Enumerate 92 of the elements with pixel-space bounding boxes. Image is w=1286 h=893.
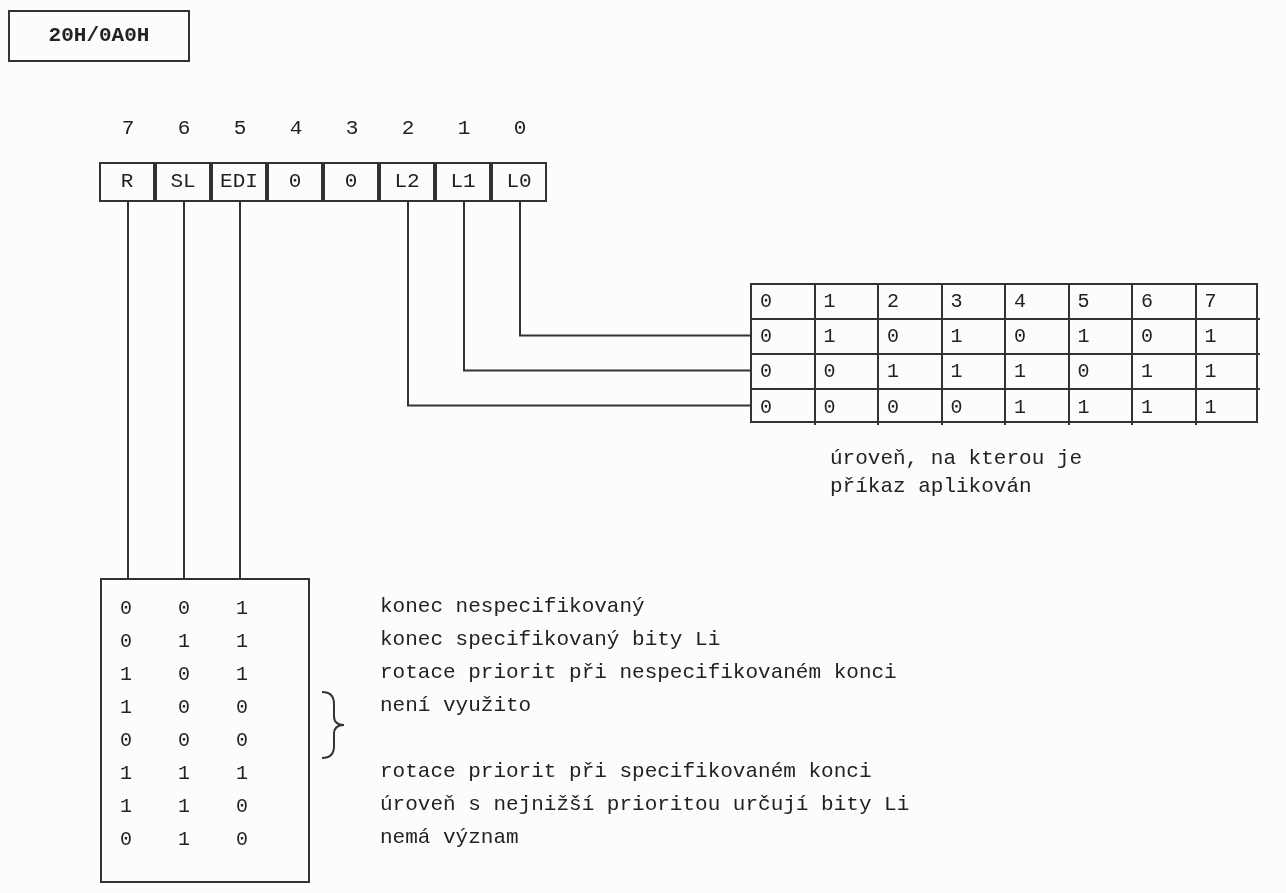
table-cell: 0 (879, 320, 943, 353)
connector-line (463, 201, 751, 372)
table-cell: 1 (942, 320, 1006, 353)
table-caption: úroveň, na kterou je příkaz aplikován (830, 446, 1084, 500)
description-text: rotace priorit při nespecifikovaném konci (380, 659, 898, 686)
register-bit-cell: 0 (323, 162, 379, 202)
table-row (752, 285, 1260, 320)
bit-number: 1 (456, 115, 472, 142)
bit-value: 1 (236, 595, 249, 622)
table-cell: 0 (1133, 320, 1197, 353)
table-cell: 2 (879, 285, 943, 318)
table-cell: 1 (879, 355, 943, 388)
register-bit-cell: L1 (435, 162, 491, 202)
bit-value: 0 (178, 694, 191, 721)
bit-value: 1 (178, 826, 191, 853)
table-cell: 1 (1069, 390, 1133, 425)
description-text: konec nespecifikovaný (380, 593, 646, 620)
bit-value: 1 (178, 628, 191, 655)
connector-line (519, 201, 751, 337)
table-cell: 6 (1133, 285, 1197, 318)
table-cell: 0 (879, 390, 943, 425)
table-cell: 0 (1069, 355, 1133, 388)
bit-value: 1 (236, 661, 249, 688)
table-cell: 0 (752, 355, 816, 388)
table-cell: 1 (1006, 355, 1070, 388)
table-cell: 0 (752, 320, 816, 353)
table-cell: 0 (1006, 320, 1070, 353)
register-bit-cell: L0 (491, 162, 547, 202)
bit-value: 0 (120, 826, 133, 853)
bit-value: 1 (120, 793, 133, 820)
bit-number: 2 (400, 115, 416, 142)
table-cell: 0 (815, 355, 879, 388)
table-cell: 1 (942, 355, 1006, 388)
bit-number: 3 (344, 115, 360, 142)
description-text: není využito (380, 692, 533, 719)
connector-line (239, 201, 241, 579)
bit-value: 0 (236, 694, 249, 721)
bit-value: 1 (120, 760, 133, 787)
description-text: konec specifikovaný bity Li (380, 626, 722, 653)
bit-value: 0 (236, 727, 249, 754)
table-cell-text: 1 (1203, 394, 1218, 421)
register-bit-cell: L2 (379, 162, 435, 202)
register-bit-cell: R (99, 162, 155, 202)
connector-line (127, 201, 129, 579)
table-cell: 1 (1133, 355, 1197, 388)
description-text: nemá význam (380, 824, 520, 851)
bit-number: 5 (232, 115, 248, 142)
description-text: úroveň s nejnižší prioritou určují bity Li (380, 791, 911, 818)
bit-value: 0 (120, 628, 133, 655)
table-cell: 1 (1006, 390, 1070, 425)
register-bit-cell: SL (155, 162, 211, 202)
table-cell-text: 7 (1203, 288, 1218, 315)
table-cell: 1 (815, 285, 879, 318)
connector-line (407, 201, 751, 407)
table-row (752, 355, 1260, 390)
bit-number: 6 (176, 115, 192, 142)
value-table (750, 283, 1258, 423)
bit-value: 1 (120, 661, 133, 688)
table-cell: 0 (752, 390, 816, 425)
table-cell: 0 (752, 285, 816, 318)
bit-value: 1 (236, 760, 249, 787)
table-cell-text: 1 (1203, 358, 1218, 385)
bit-number: 7 (120, 115, 136, 142)
bit-value: 0 (236, 826, 249, 853)
table-row (752, 320, 1260, 355)
table-cell: 3 (942, 285, 1006, 318)
description-text: rotace priorit při specifikovaném konci (380, 758, 873, 785)
bit-value: 1 (236, 628, 249, 655)
bit-number: 4 (288, 115, 304, 142)
table-cell: 1 (1069, 320, 1133, 353)
bit-value: 1 (178, 793, 191, 820)
value-table (100, 578, 310, 883)
bit-value: 1 (178, 760, 191, 787)
table-cell: 1 (1133, 390, 1197, 425)
bit-value: 0 (178, 595, 191, 622)
table-cell: 0 (942, 390, 1006, 425)
bit-value: 0 (178, 661, 191, 688)
register-bit-cell: EDI (211, 162, 267, 202)
bit-value: 0 (120, 727, 133, 754)
table-cell: 5 (1069, 285, 1133, 318)
bit-value: 0 (236, 793, 249, 820)
table-cell: 4 (1006, 285, 1070, 318)
register-bit-cell: 0 (267, 162, 323, 202)
connector-line (183, 201, 185, 579)
table-cell-text: 1 (1203, 323, 1218, 350)
bit-value: 0 (178, 727, 191, 754)
table-cell: 1 (815, 320, 879, 353)
table-cell: 0 (815, 390, 879, 425)
bit-value: 0 (120, 595, 133, 622)
register-address-box: 20H/0A0H (8, 10, 190, 62)
bit-number: 0 (512, 115, 528, 142)
bit-value: 1 (120, 694, 133, 721)
